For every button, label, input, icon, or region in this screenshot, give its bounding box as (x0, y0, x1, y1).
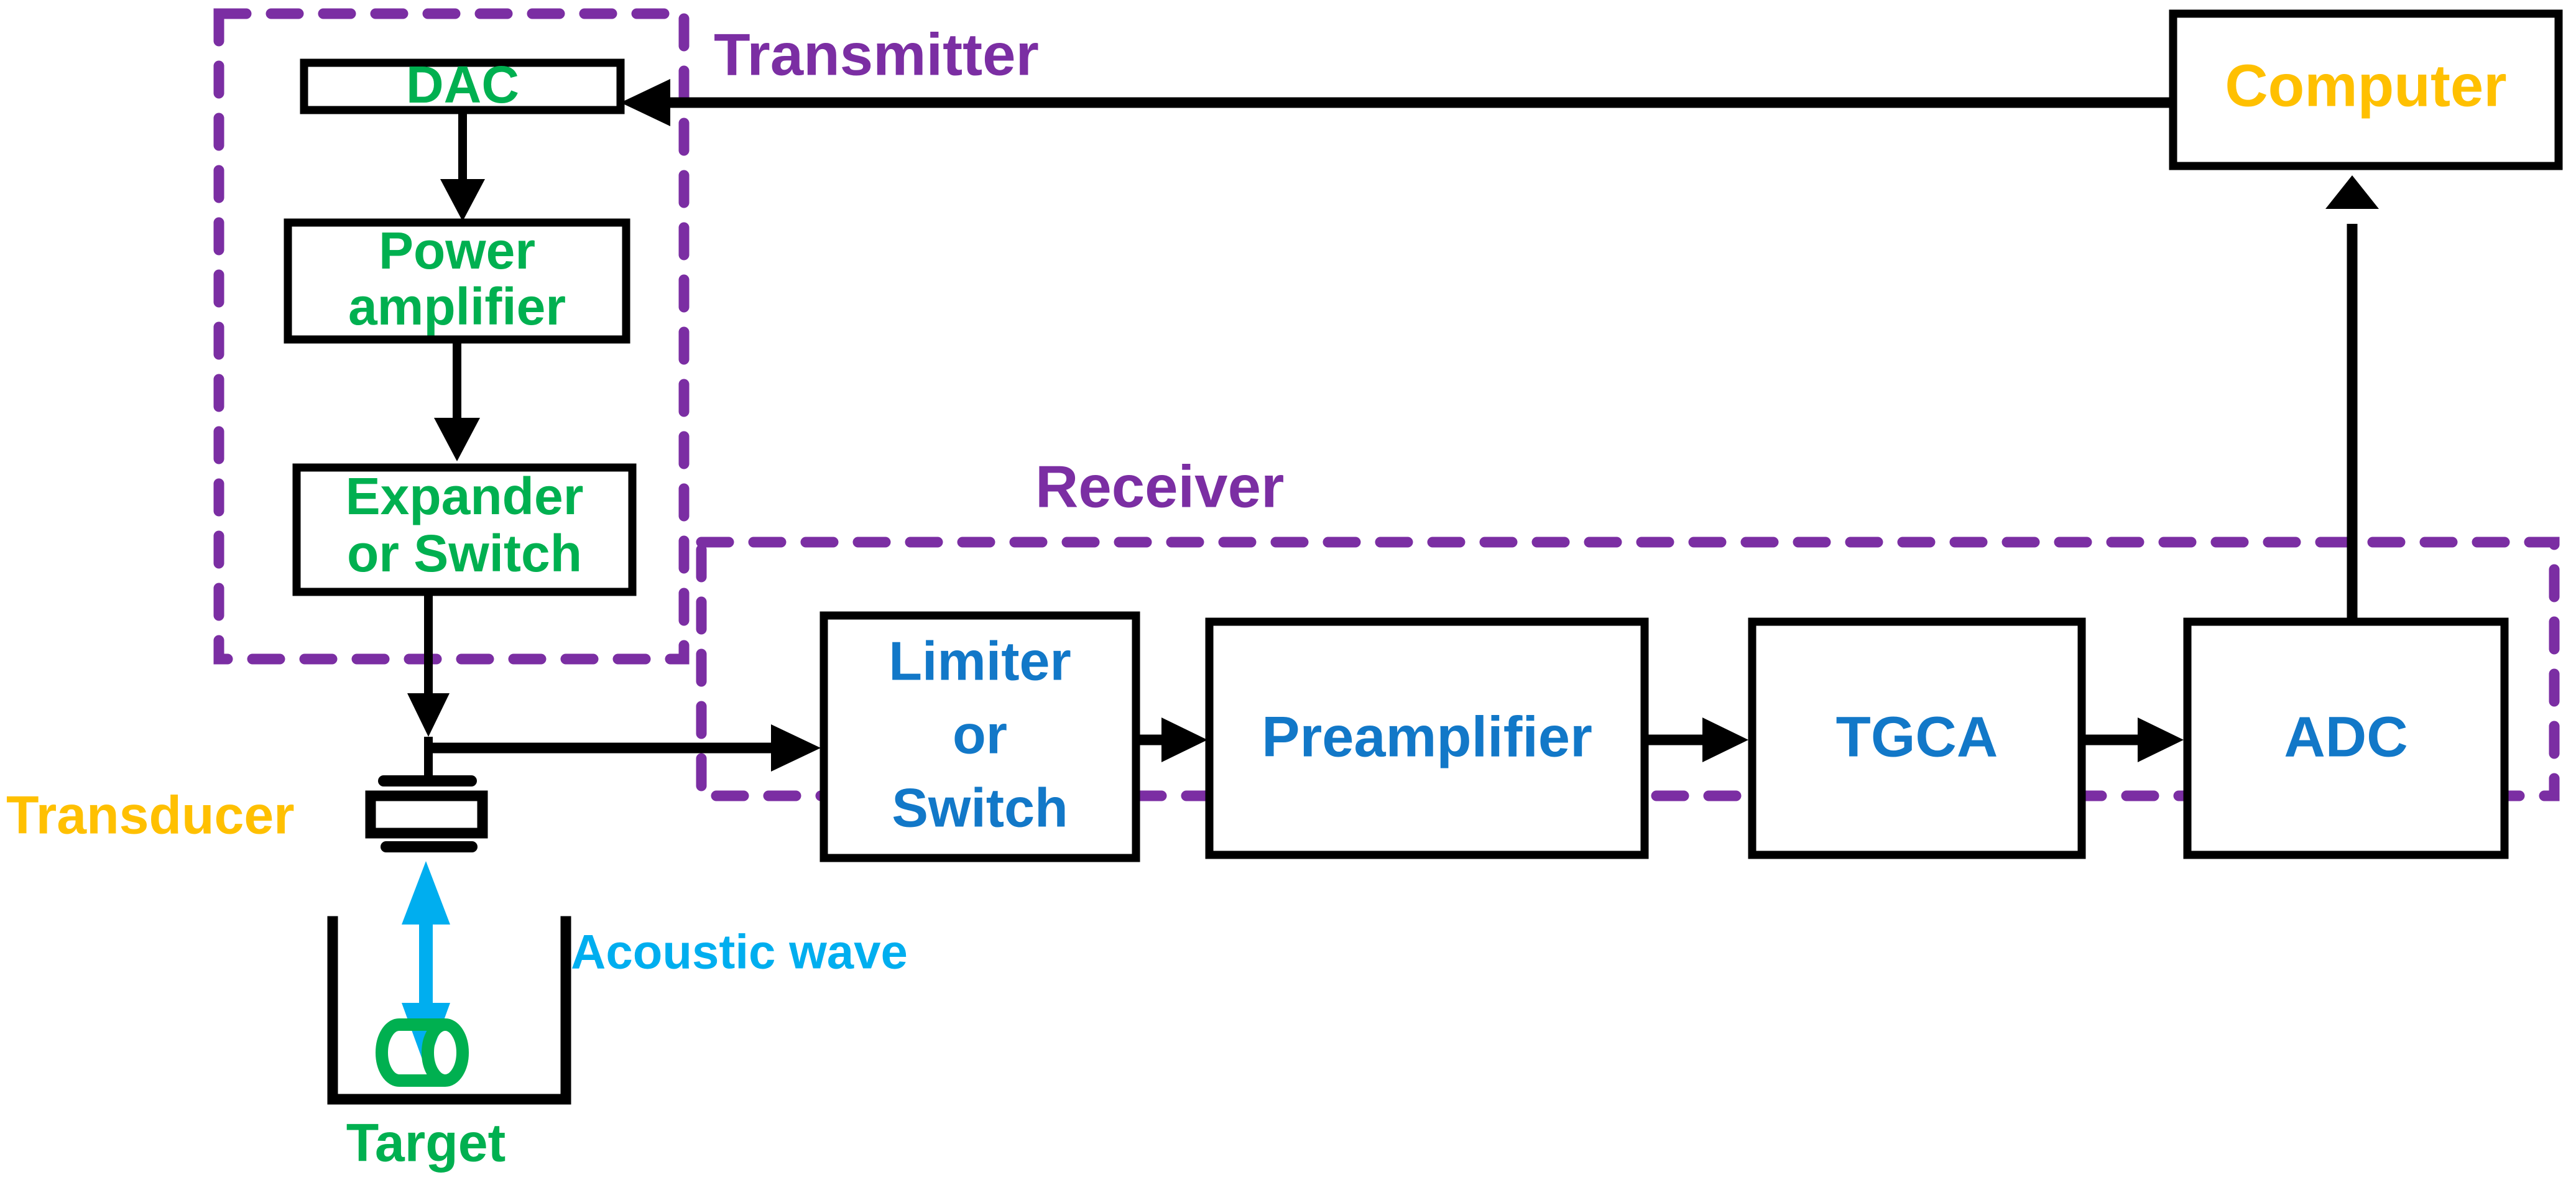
block-limiter-label-line2: or (953, 703, 1007, 765)
block-preamplifier-label: Preamplifier (1262, 705, 1592, 768)
target-left-cap (376, 1018, 400, 1087)
block-limiter-label-line1: Limiter (889, 630, 1071, 691)
block-computer-label: Computer (2225, 52, 2506, 119)
block-adc[interactable] (2183, 617, 2509, 859)
block-power-amplifier-label-line2: amplifier (348, 277, 566, 336)
transmitter-group-label: Transmitter (714, 21, 1039, 88)
block-tgca[interactable] (1748, 617, 2086, 859)
block-computer[interactable] (2169, 9, 2563, 170)
transmitter-group-border (213, 8, 690, 665)
transducer-top-electrode (378, 775, 477, 786)
block-preamplifier[interactable] (1205, 617, 1649, 859)
block-power-amplifier[interactable] (284, 218, 630, 344)
arrowhead-to-preamplifier (1161, 717, 1207, 762)
block-limiter-or-switch[interactable] (819, 611, 1140, 862)
arrowhead-to-computer (2325, 175, 2379, 209)
block-tgca-label: TGCA (1836, 705, 1998, 768)
block-power-amplifier-label-line1: Power (379, 221, 535, 280)
target-right-cap (422, 1018, 469, 1087)
block-expander-label-line1: Expander (346, 467, 584, 525)
target-cylinder[interactable] (376, 1018, 469, 1087)
arrowhead-to-dac (621, 79, 670, 126)
transducer-label: Transducer (6, 786, 295, 846)
transducer-element[interactable] (365, 790, 488, 839)
arrowhead-expander-down (407, 693, 450, 737)
acoustic-wave-arrowhead-up (402, 861, 450, 925)
transducer-bottom-electrode (381, 841, 478, 852)
receiver-group-label: Receiver (1035, 453, 1284, 520)
arrowhead-to-adc (2138, 717, 2184, 762)
acoustic-wave-label: Acoustic wave (571, 925, 908, 979)
block-expander-label-line2: or Switch (347, 524, 582, 583)
block-expander-or-switch[interactable] (292, 463, 637, 596)
water-tank (327, 916, 571, 1105)
block-dac-label: DAC (406, 55, 519, 114)
block-adc-label: ADC (2284, 705, 2407, 768)
block-limiter-label-line3: Switch (892, 777, 1068, 838)
arrowhead-to-tgca (1702, 717, 1748, 762)
target-label: Target (346, 1114, 506, 1173)
arrowhead-dac-to-power-amp (440, 179, 485, 221)
arrowhead-power-amp-to-expander (434, 418, 480, 461)
arrowhead-to-limiter (771, 724, 821, 772)
